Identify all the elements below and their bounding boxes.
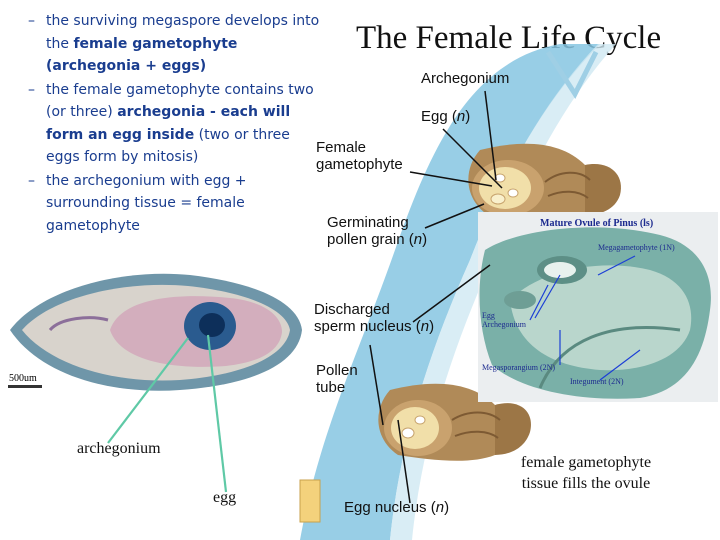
bullet-text: the archegonium with egg + surrounding t… — [46, 172, 247, 234]
label-egg-nucleus: Egg nucleus (n) — [344, 499, 450, 516]
bullet-item: –the archegonium with egg + surrounding … — [22, 170, 322, 238]
bullet-item: –the female gametophyte contains two (or… — [22, 79, 322, 169]
ovule-label-megasporangium: Megasporangium (2N) — [482, 363, 555, 372]
diagram-blue-band — [300, 44, 600, 540]
bullet-dash-icon: – — [28, 172, 35, 189]
label-egg: Egg (n) — [421, 108, 471, 125]
ovule-micrograph: Mature Ovule of Pinus (ls) Megagametophy… — [478, 212, 718, 402]
lower-ovule-diagram — [378, 383, 531, 461]
scale-bar-label: 500um — [9, 373, 37, 384]
micrograph-pointer-lines — [107, 334, 228, 493]
upper-ovule-diagram — [468, 143, 621, 221]
archegonium-micrograph — [4, 265, 304, 395]
bullet-text: the female gametophyte contains two (or … — [46, 81, 314, 121]
bullet-item: –the surviving megaspore develops into t… — [22, 10, 322, 78]
ovule-micrograph-title: Mature Ovule of Pinus (ls) — [540, 218, 653, 229]
diagram-light-band-edge — [390, 44, 616, 540]
diagram-pointer-lines — [369, 90, 503, 504]
ovule-label-megagametophyte: Megagametophyte (1N) — [598, 243, 675, 252]
label-archegonium: Archegonium — [421, 70, 510, 87]
ovule-label-egg: Egg — [482, 311, 495, 320]
bullet-dash-icon: – — [28, 13, 35, 29]
faint-v-mark — [545, 50, 599, 100]
bullet-dash-icon: – — [28, 81, 35, 98]
caption-female-gametophyte-tissue: female gametophyte tissue fills the ovul… — [520, 454, 652, 492]
bullet-bold-text: archegonia - each will form an egg insid… — [46, 104, 291, 143]
ovule-label-integument: Integument (2N) — [570, 377, 624, 386]
label-micrograph-archegonium: archegonium — [77, 440, 161, 457]
corner-box — [299, 479, 321, 523]
bullet-list: –the surviving megaspore develops into t… — [22, 10, 322, 238]
ovule-label-archegonium: Archegonium — [482, 320, 527, 329]
bullet-text: (two or three eggs form by mitosis) — [46, 126, 290, 166]
label-micrograph-egg: egg — [213, 489, 237, 506]
bullet-text: the surviving megaspore develops into th… — [46, 13, 320, 52]
bullet-bold-text: female gametophyte (archegonia + eggs) — [46, 35, 238, 75]
